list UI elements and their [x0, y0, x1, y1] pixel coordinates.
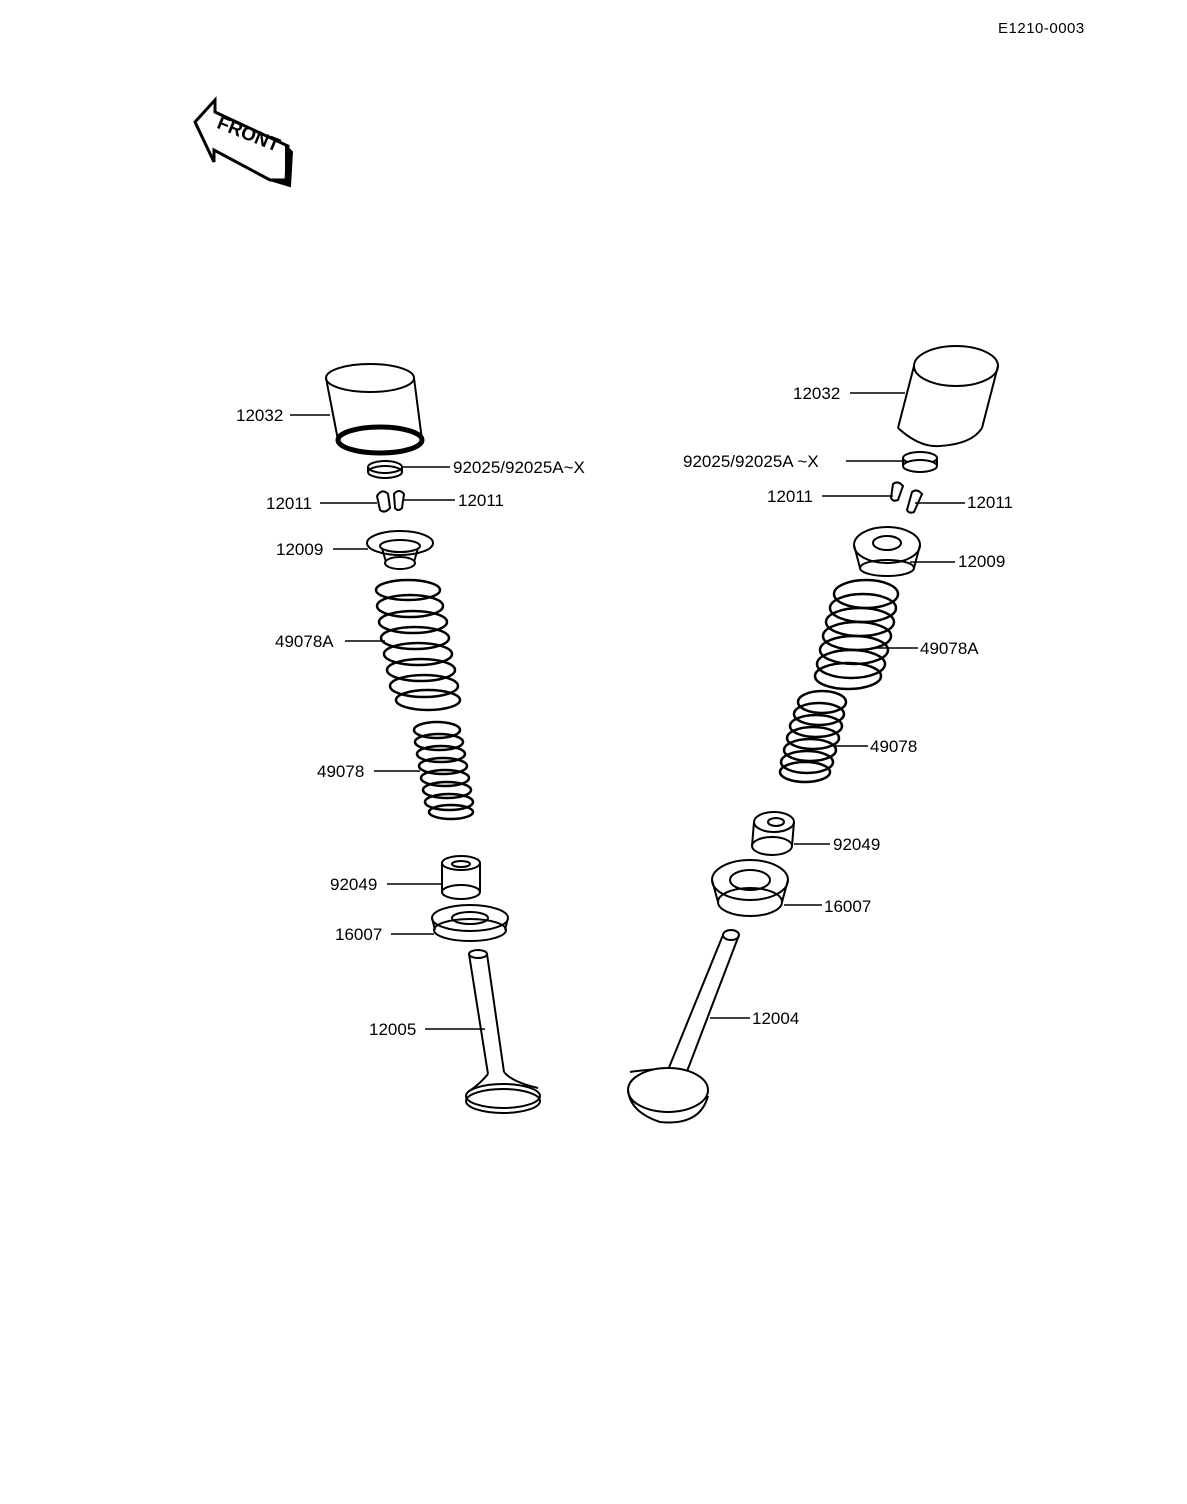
- left-tappet-icon: [325, 363, 425, 456]
- left-leader-lines: [290, 414, 485, 1030]
- left-seal-icon: [441, 855, 481, 900]
- left-valve-icon: [465, 949, 541, 1114]
- label-right-outer-spring: 49078A: [920, 639, 979, 658]
- right-leader-lines: [710, 392, 965, 1019]
- left-inner-spring-icon: [412, 720, 475, 821]
- label-left-retainer: 12009: [276, 540, 324, 559]
- label-right-retainer: 12009: [958, 552, 1006, 571]
- right-keeper-icon: [889, 481, 924, 514]
- diagram-code: E1210-0003: [998, 20, 1085, 37]
- right-tappet-icon: [897, 345, 999, 448]
- label-left-seal: 92049: [330, 875, 378, 894]
- left-keeper-icon: [375, 490, 406, 513]
- left-retainer-icon: [366, 530, 434, 570]
- label-left-keeper-1: 12011: [266, 494, 313, 513]
- label-left-outer-spring: 49078A: [275, 632, 334, 651]
- right-seal-icon: [751, 811, 795, 856]
- right-retainer-icon: [853, 526, 921, 577]
- label-right-keeper-2: 12011: [967, 493, 1014, 512]
- left-spring-seat-icon: [431, 904, 509, 942]
- right-inner-spring-icon: [778, 689, 848, 784]
- left-shim-icon: [367, 460, 403, 479]
- left-outer-spring-icon: [374, 578, 462, 712]
- label-right-valve: 12004: [752, 1009, 800, 1028]
- label-right-keeper-1: 12011: [767, 487, 814, 506]
- label-left-keeper-2: 12011: [458, 491, 505, 510]
- label-left-shim: 92025/92025A~X: [453, 458, 585, 477]
- right-valve-icon: [627, 929, 740, 1124]
- label-left-inner-spring: 49078: [317, 762, 365, 781]
- label-left-valve: 12005: [369, 1020, 417, 1039]
- label-right-spring-seat: 16007: [824, 897, 872, 916]
- label-right-inner-spring: 49078: [870, 737, 918, 756]
- right-spring-seat-icon: [711, 859, 789, 917]
- label-right-shim: 92025/92025A ~X: [683, 452, 819, 471]
- label-left-spring-seat: 16007: [335, 925, 383, 944]
- right-shim-icon: [902, 451, 938, 473]
- label-right-tappet: 12032: [793, 384, 841, 403]
- label-left-tappet: 12032: [236, 406, 284, 425]
- front-arrow-icon: FRONT: [193, 96, 294, 188]
- label-right-seal: 92049: [833, 835, 881, 854]
- right-outer-spring-icon: [813, 578, 900, 691]
